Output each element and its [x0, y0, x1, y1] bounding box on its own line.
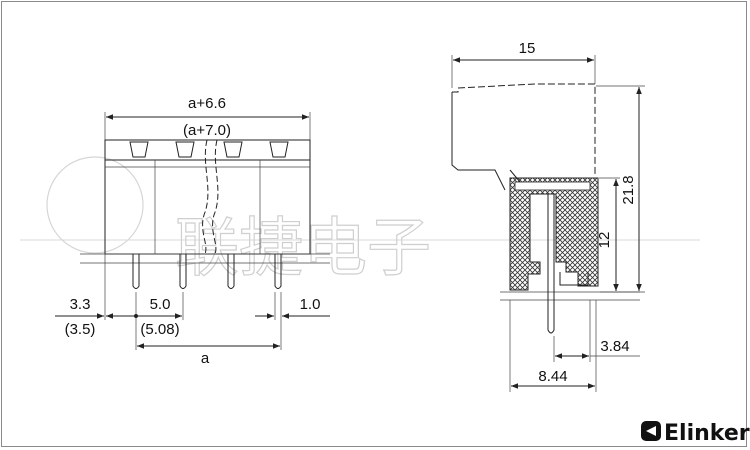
- pins: [132, 254, 282, 289]
- pin-offset-label: 3.84: [600, 338, 629, 355]
- pitch-alt-label: (5.08): [140, 321, 179, 338]
- height-label: 21.8: [620, 175, 637, 204]
- overall-width-alt-label: (a+7.0): [183, 122, 231, 139]
- edge-offset-label: 3.3: [70, 296, 91, 313]
- pitch-label: 5.0: [150, 296, 171, 313]
- watermark-text: 联捷电子: [175, 212, 431, 286]
- pin-width-label: 1.0: [300, 296, 321, 313]
- brand-name: Elinker: [664, 421, 750, 446]
- side-view: 15 21.8 12 3.84 8.44: [451, 40, 645, 392]
- base-width-label: 8.44: [538, 368, 567, 385]
- watermark: 联捷电子: [20, 156, 700, 287]
- overall-width-label: a+6.6: [188, 95, 226, 112]
- body-height-label: 12: [596, 232, 613, 249]
- top-slots: [129, 141, 289, 158]
- depth-label: 15: [519, 40, 536, 57]
- brand-logo: Elinker: [641, 421, 750, 446]
- pin-span-label: a: [201, 350, 210, 367]
- edge-offset-alt-label: (3.5): [65, 321, 96, 338]
- front-view: a+6.6 (a+7.0) 3.3 (3.5) 5.0 (5.08) 1.0 a: [55, 95, 330, 367]
